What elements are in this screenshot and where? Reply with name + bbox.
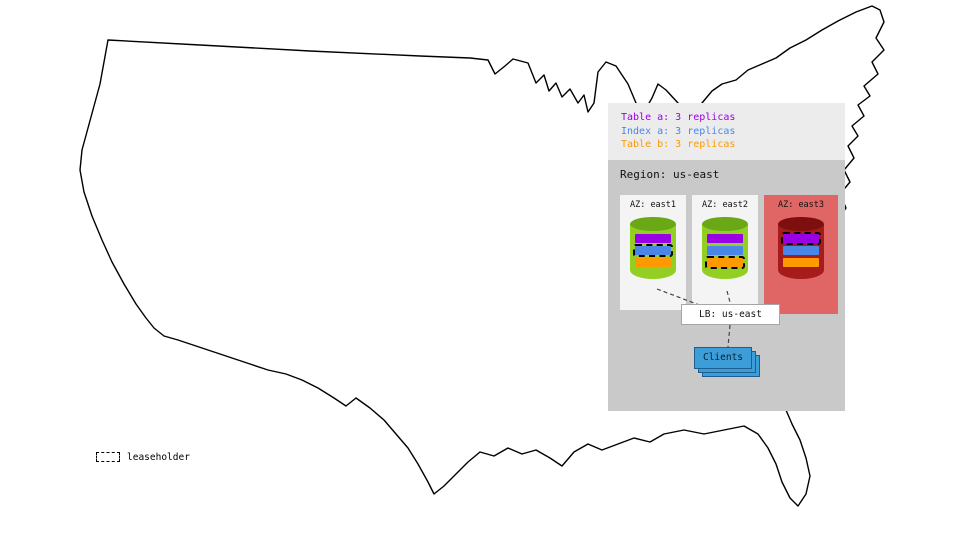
replica-index-a (783, 246, 819, 255)
cylinder-cap (630, 217, 676, 231)
legend-table-b: Table b: 3 replicas (621, 139, 736, 150)
legend-index-a: Index a: 3 replicas (621, 125, 736, 137)
cylinder-cap (702, 217, 748, 231)
replica-index-a (707, 246, 743, 255)
leaseholder-legend: leaseholder (96, 450, 190, 464)
az-east1-box: AZ: east1 (620, 195, 686, 310)
clients-layer-front: Clients (694, 347, 752, 369)
replica-index-a (633, 244, 673, 257)
db-cylinder-east3 (778, 217, 824, 279)
az-east2-label: AZ: east2 (701, 200, 749, 210)
replica-table-b (635, 258, 671, 267)
az-east3-label: AZ: east3 (777, 200, 825, 210)
az-east3-box: AZ: east3 (764, 195, 838, 314)
replica-table-a (781, 232, 821, 245)
az-east2-box: AZ: east2 (692, 195, 758, 310)
load-balancer-box: LB: us-east (681, 304, 780, 325)
leaseholder-label: leaseholder (127, 451, 190, 463)
replica-table-a (707, 234, 743, 243)
clients-box: Clients (694, 347, 764, 381)
db-cylinder-east2 (702, 217, 748, 279)
leaseholder-swatch-icon (96, 452, 120, 462)
replica-legend-panel: Table a: 3 replicas Index a: 3 replicas … (608, 103, 845, 160)
cylinder-cap (778, 217, 824, 231)
region-title: Region: us-east (620, 168, 720, 181)
replica-table-b (783, 258, 819, 267)
legend-table-a: Table a: 3 replicas (621, 112, 736, 123)
replica-table-b (705, 256, 745, 269)
db-cylinder-east1 (630, 217, 676, 279)
replica-table-a (635, 234, 671, 243)
az-east1-label: AZ: east1 (629, 200, 677, 210)
